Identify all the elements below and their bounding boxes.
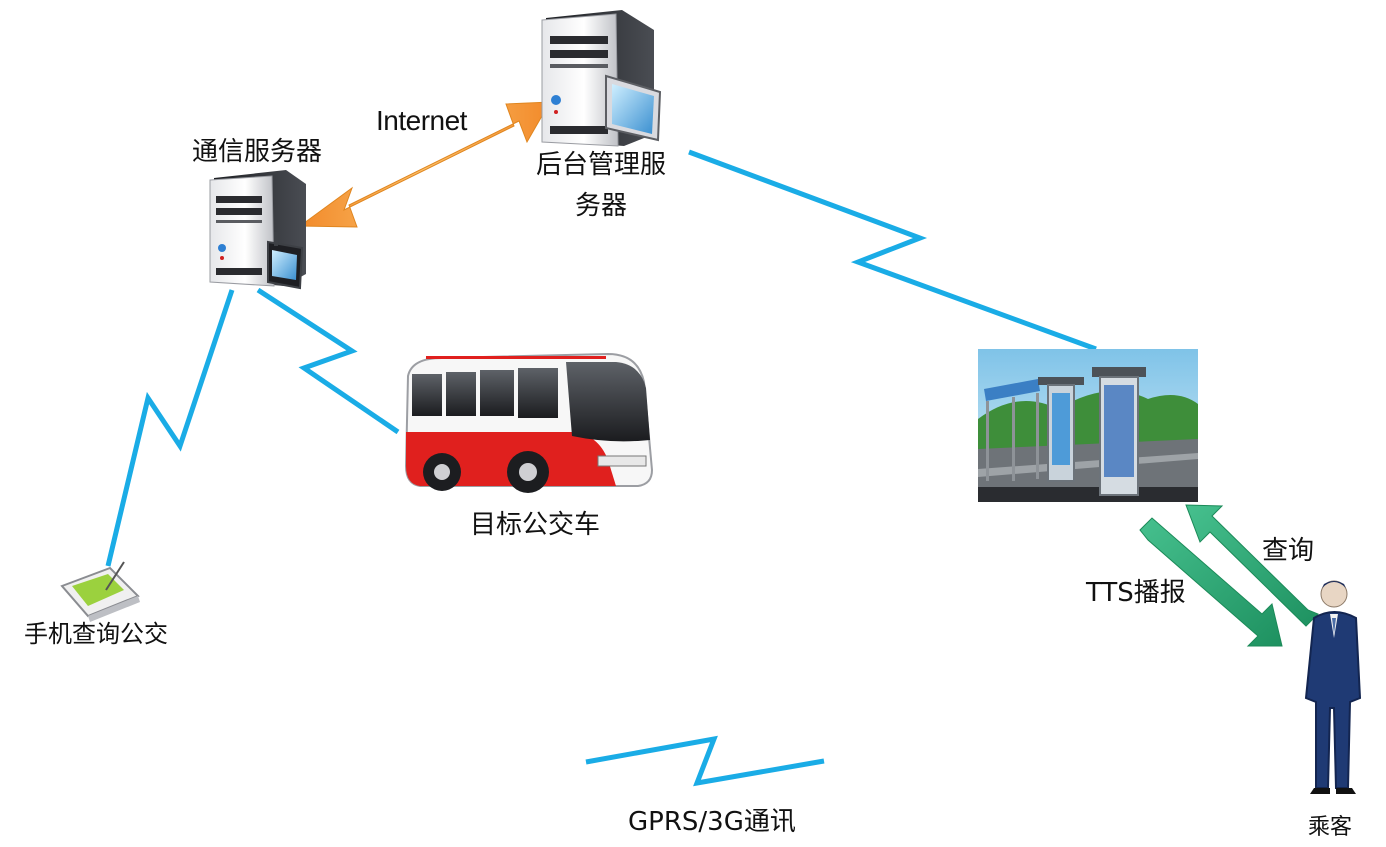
backend-server-label-line2: 务器 [574,191,627,221]
wireless-link-backend-to-stop [688,149,1097,352]
handheld-device-icon [60,561,140,622]
internet-label: Internet [376,105,467,136]
wireless-link-comm-to-phone [105,289,235,567]
backend-server-label-line1: 后台管理服 [535,150,666,180]
query-arrow [1185,504,1319,627]
bus-stop-sign-icon [978,349,1198,502]
wireless-legend-symbol [585,735,825,787]
passenger-label: 乘客 [1308,815,1353,840]
server-with-monitor-icon [541,10,662,147]
wireless-link-comm-to-bus [256,287,400,435]
tts-broadcast-label: TTS播报 [1086,578,1186,608]
gprs-3g-legend-label: GPRS/3G通讯 [628,807,796,837]
server-with-phone-icon [209,170,306,290]
bus-icon [404,352,654,493]
query-label: 查询 [1262,536,1315,566]
phone-query-label: 手机查询公交 [24,620,168,648]
tts-broadcast-arrow [1139,517,1283,647]
comm-server-label: 通信服务器 [192,137,323,167]
person-icon [1304,580,1362,794]
bus-label: 目标公交车 [470,510,601,540]
